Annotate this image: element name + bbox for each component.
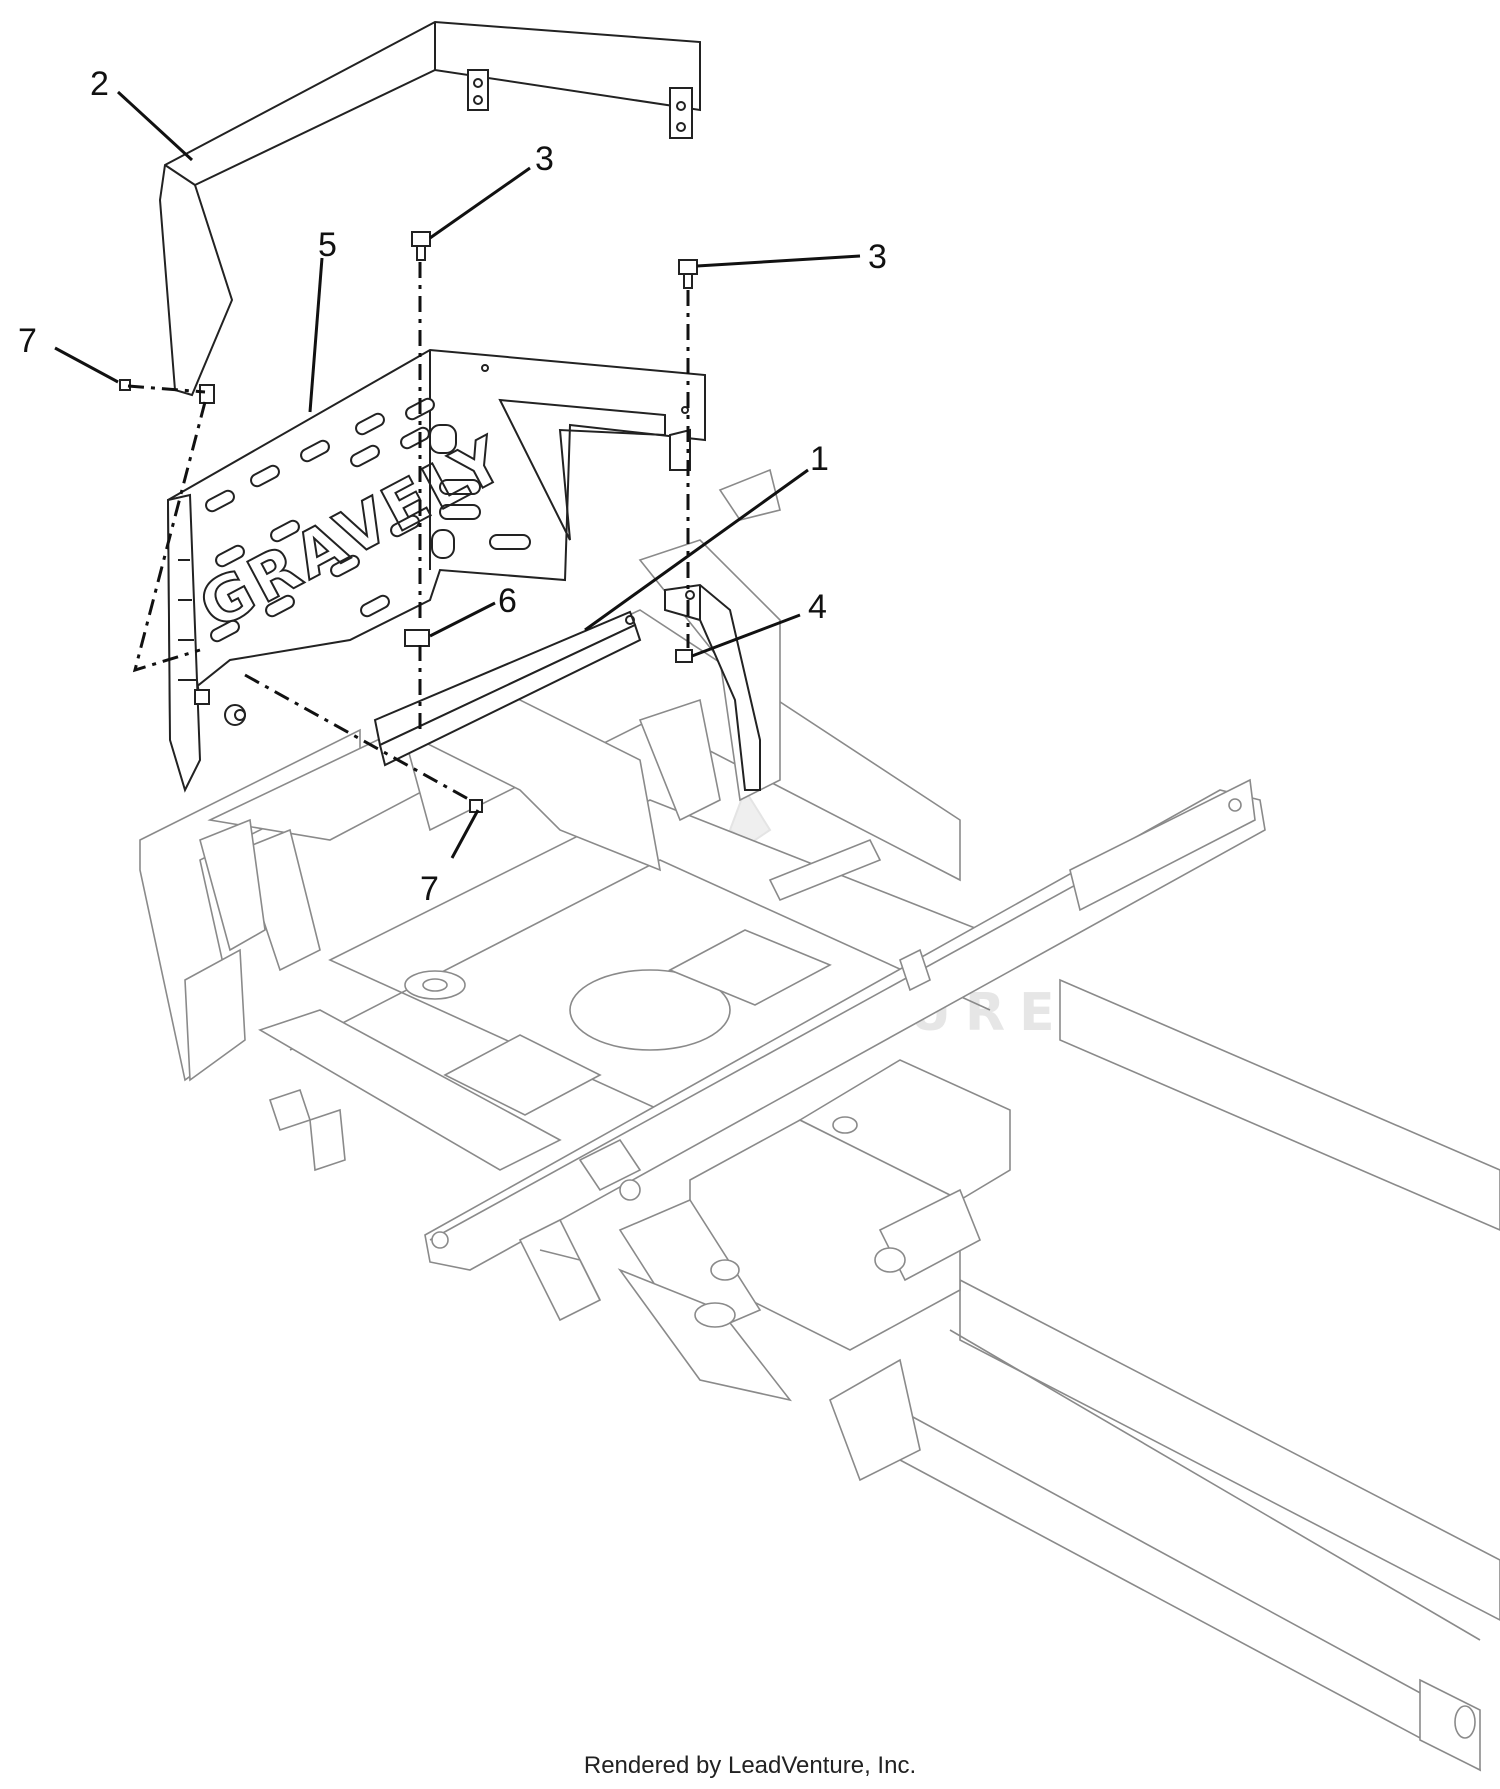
callouts: 2 3 3 5 7 1 4 6 7: [18, 65, 887, 908]
leader-4: [691, 613, 801, 658]
callout-3-right: 3: [868, 238, 887, 276]
leader-3-right: [696, 254, 861, 268]
render-credit: Rendered by LeadVenture, Inc.: [583, 1752, 917, 1779]
bolt-3-right-shank: [683, 273, 693, 289]
leader-2: [116, 90, 194, 162]
callout-7-bottom: 7: [420, 870, 439, 908]
leader-6: [429, 601, 496, 638]
leader-7-bottom: [450, 809, 480, 859]
part-1-crossbar: [373, 610, 642, 767]
bolt-3-left: [411, 231, 431, 247]
callout-7-top: 7: [18, 322, 37, 360]
chassis-frame: [139, 468, 1500, 1772]
callout-2: 2: [90, 65, 109, 103]
callout-3-left: 3: [535, 140, 554, 178]
callout-6: 6: [498, 582, 517, 620]
leader-lines: [54, 90, 861, 859]
part-2-rear-cover: [158, 20, 701, 404]
callout-5: 5: [318, 226, 337, 264]
nut-4: [675, 649, 693, 663]
leader-5: [308, 257, 324, 413]
bolt-3-left-shank: [416, 245, 426, 261]
leader-7-top: [54, 346, 119, 384]
right-support-bracket: [664, 583, 761, 791]
panel-slots: [205, 397, 531, 643]
callout-4: 4: [808, 588, 827, 626]
screw-7-bottom: [469, 799, 483, 813]
bolt-3-right: [678, 259, 698, 275]
leader-3-left: [429, 166, 531, 240]
callout-1: 1: [810, 440, 829, 478]
assembly-lines: [127, 262, 690, 802]
hardware-bolts: [119, 231, 698, 813]
clip-6: [404, 629, 430, 647]
leader-1: [584, 468, 809, 632]
